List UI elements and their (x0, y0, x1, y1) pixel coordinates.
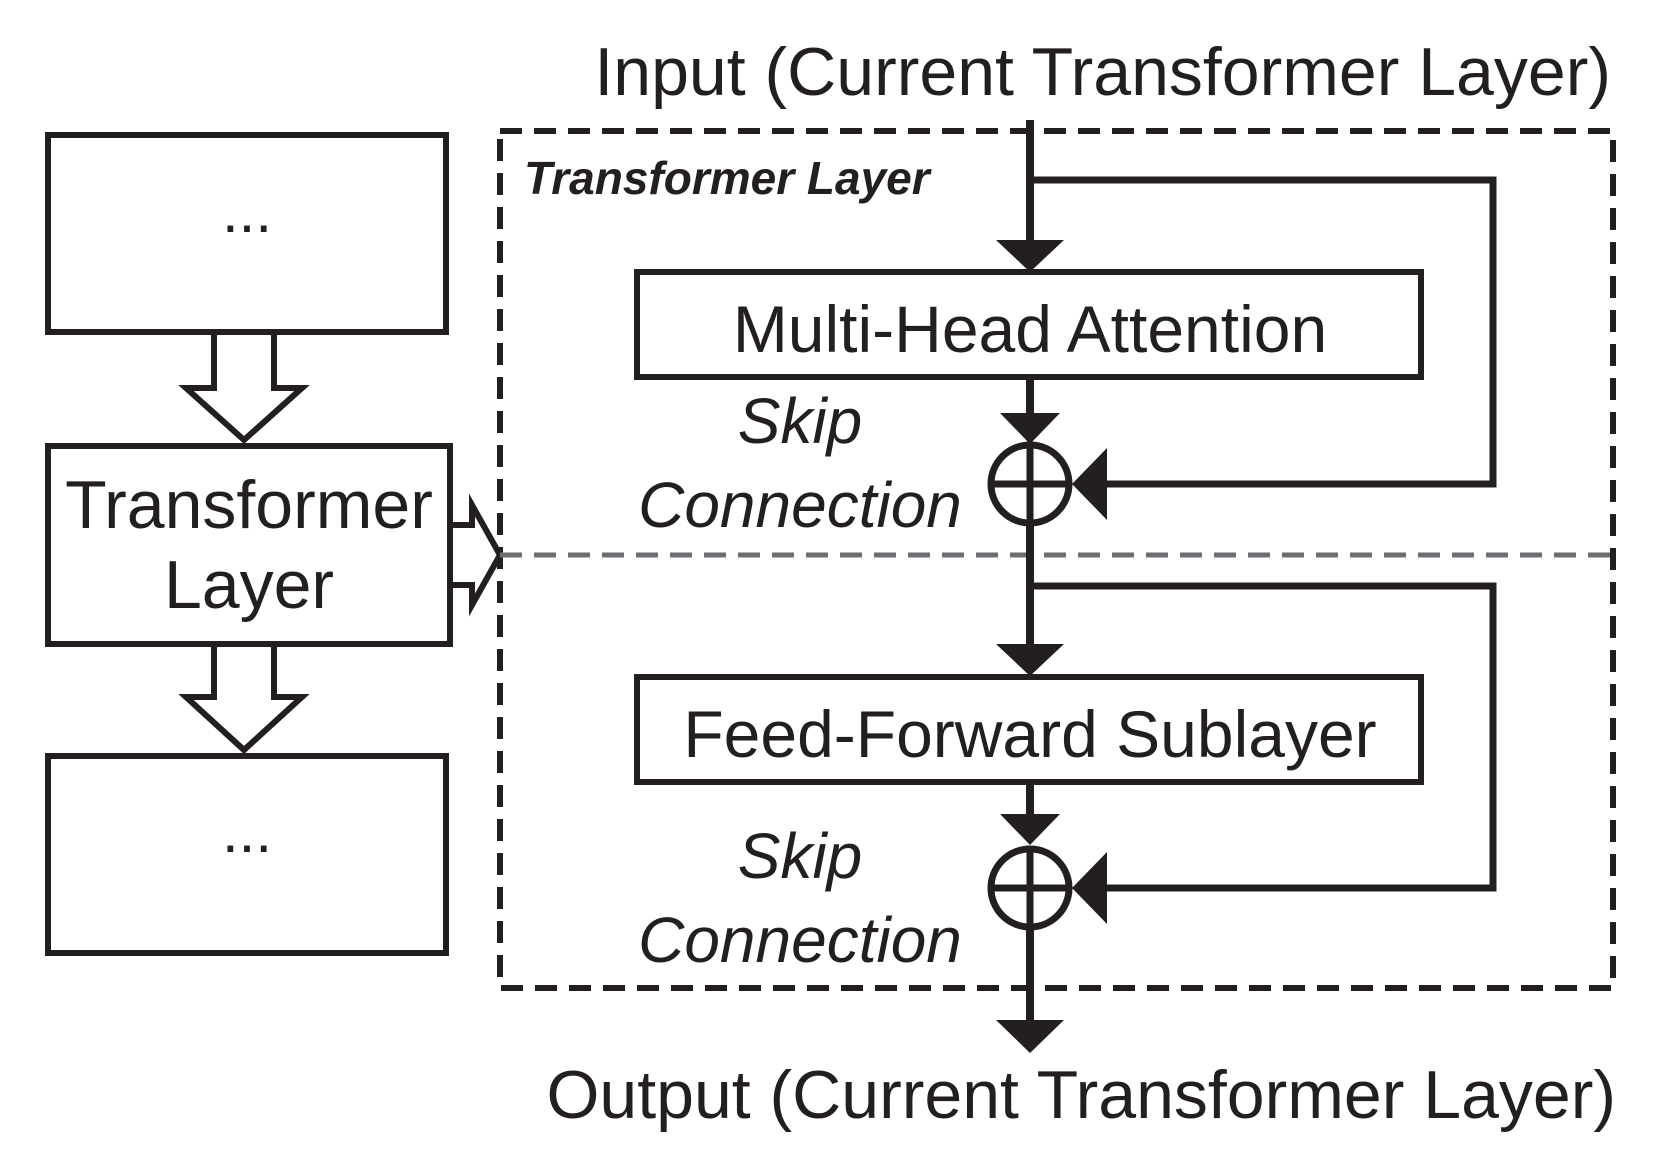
stack-transformer-layer-box (45, 443, 453, 647)
multi-head-attention-label: Multi-Head Attention (733, 292, 1327, 366)
arrowhead-into-add1 (1000, 413, 1060, 444)
layer-stack: ... Transformer Layer ... (45, 132, 504, 956)
multi-head-attention-box (634, 269, 1424, 380)
stack-bottom-box-label: ... (222, 798, 272, 865)
stack-down-arrow-1 (178, 329, 310, 445)
stack-down-arrow-2 (178, 641, 310, 755)
arrowhead-into-attention (996, 240, 1064, 272)
skip-path-2 (1030, 582, 1497, 892)
stack-top-box-label: ... (222, 178, 272, 245)
skip-connection-1-label-line2: Connection (638, 469, 962, 541)
skip-connection-2-label-line2: Connection (638, 904, 962, 976)
expand-arrow-icon (447, 493, 504, 617)
stack-transformer-layer-label-line1: Transformer (65, 467, 433, 543)
stack-bottom-box (45, 753, 449, 956)
skip-connection-1-label-line1: Skip (738, 385, 863, 457)
skip-connection-2: Skip Connection (638, 582, 1497, 976)
arrowhead-into-feedforward (996, 644, 1064, 676)
feed-forward-sublayer-box (634, 674, 1424, 785)
stack-transformer-layer-label-line2: Layer (164, 547, 334, 623)
skip-connection-1: Skip Connection (638, 176, 1497, 541)
arrowhead-output (996, 1020, 1064, 1053)
arrowhead-into-add2 (1000, 814, 1060, 845)
arrowhead-skip-1 (1072, 448, 1107, 520)
transformer-layer-container: Transformer Layer (497, 128, 1616, 991)
skip-connection-2-label-line1: Skip (738, 820, 863, 892)
skip-path-1 (1030, 176, 1497, 488)
container-dashed-border (497, 128, 1616, 991)
output-label: Output (Current Transformer Layer) (547, 1057, 1616, 1133)
container-title: Transformer Layer (524, 152, 932, 204)
stack-top-box (45, 132, 449, 335)
feed-forward-sublayer-label: Feed-Forward Sublayer (683, 697, 1376, 771)
input-label: Input (Current Transformer Layer) (594, 34, 1611, 110)
arrowhead-skip-2 (1072, 852, 1107, 924)
